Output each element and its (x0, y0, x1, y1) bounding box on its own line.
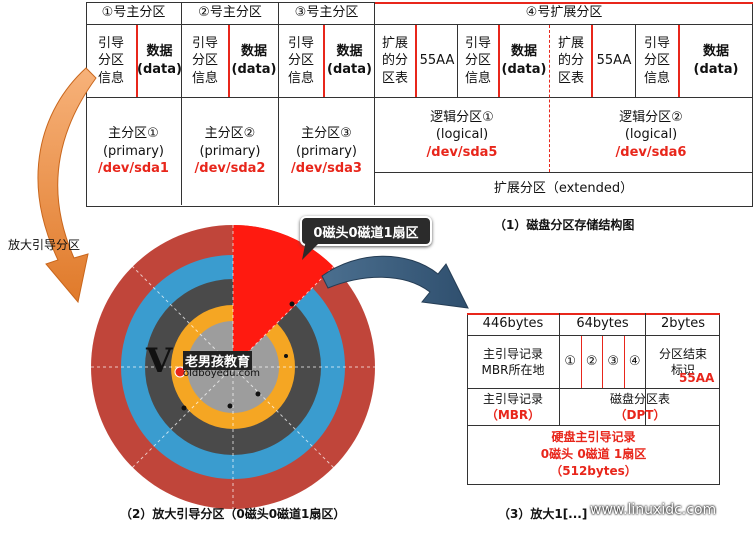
end-mark-value: 55AA (679, 371, 715, 385)
boot-record-location: 主引导记录 MBR所在地 (481, 346, 545, 377)
boot-info-3: 引导 分区 信息 (287, 35, 314, 86)
size-446: 446bytes (482, 316, 544, 332)
boot-info-2: 引导 分区 信息 (191, 35, 218, 86)
partition-entry-3: ③ (603, 336, 625, 388)
enlarge-boot-label: 放大引导分区 (8, 238, 81, 252)
partition-structure-table: ①号主分区 ②号主分区 ③号主分区 ④号扩展分区 引导 分区 信息 数据 (da… (86, 2, 753, 207)
data-3: 数据 (data) (327, 44, 372, 77)
partition-entry-1: ① (560, 336, 582, 388)
partition-entry-4: ④ (628, 354, 641, 370)
caption-2: （2）放大引导分区（0磁头0磁道1扇区） (120, 507, 346, 521)
size-64: 64bytes (576, 316, 629, 332)
mbr-table: 446bytes 64bytes 2bytes 主引导记录 MBR所在地 ① ②… (467, 313, 720, 485)
header-primary-3: ③号主分区 (294, 5, 359, 21)
boot-info-1: 引导 分区 信息 (97, 35, 124, 86)
ext-partition-table-1: 扩展 的分 区表 (381, 35, 408, 86)
mbr-label: 主引导记录（MBR） (482, 391, 543, 422)
size-2: 2bytes (660, 316, 706, 332)
logo-url: oldboyedu.com (183, 368, 261, 379)
enlarge-arrow-icon (37, 67, 97, 304)
caption-1: （1）磁盘分区存储结构图 (494, 218, 635, 232)
logical-data-2: 数据 (data) (693, 44, 739, 77)
dpt-label: 磁盘分区表（DPT） (609, 391, 670, 422)
header-primary-2: ②号主分区 (198, 5, 262, 21)
logo-text: 老男孩教育 (183, 351, 253, 370)
enlarge-mbr-arrow-icon (321, 255, 469, 309)
logical-partition-2: 逻辑分区②(logical)/dev/sda6 (615, 109, 687, 160)
caption-3: （3）放大1[...] (498, 507, 588, 521)
magic-55aa-2: 55AA (596, 53, 632, 69)
data-1: 数据 (data) (137, 44, 182, 77)
watermark: www.linuxidc.com (590, 502, 717, 518)
header-primary-1: ①号主分区 (101, 5, 166, 21)
extended-partition: 扩展分区（extended） (493, 181, 634, 197)
logical-boot-info-1: 引导 分区 信息 (464, 35, 491, 86)
end-mark: 分区结束 标识 (658, 346, 707, 377)
header-extended-4: ④号扩展分区 (525, 5, 603, 21)
logical-data-1: 数据 (data) (501, 44, 547, 77)
logical-boot-info-2: 引导 分区 信息 (643, 35, 670, 86)
partition-entry-2: ② (582, 336, 603, 388)
magic-55aa-1: 55AA (419, 53, 455, 69)
sector-callout: 0磁头0磁道1扇区 (300, 216, 432, 246)
logo-mark: V (146, 341, 173, 381)
primary-partition-2: 主分区②(primary)/dev/sda2 (194, 126, 266, 177)
data-2: 数据 (data) (231, 44, 277, 77)
ext-partition-table-2: 扩展 的分 区表 (557, 35, 584, 86)
primary-partition-3: 主分区③(primary)/dev/sda3 (291, 126, 362, 177)
logical-partition-1: 逻辑分区①(logical)/dev/sda5 (426, 109, 498, 160)
primary-partition-1: 主分区①(primary)/dev/sda1 (98, 126, 169, 177)
